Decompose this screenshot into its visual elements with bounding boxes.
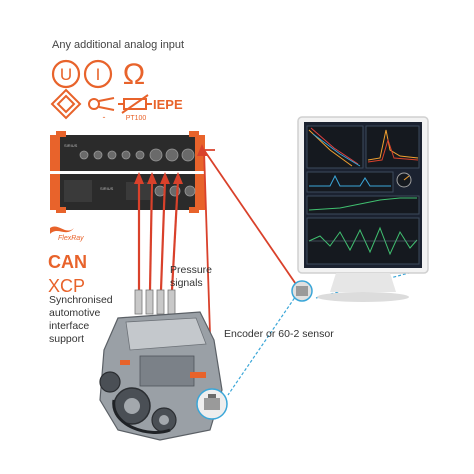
can-logo: CAN [48, 252, 87, 272]
flexray-logo: FlexRay [50, 226, 84, 242]
screen-waveforms [306, 125, 420, 265]
interface-support-line-1: Synchronised [49, 294, 113, 306]
upper-device-badge: SIRIUS [64, 143, 78, 148]
flexray-text: FlexRay [58, 235, 84, 242]
encoder-label: Encoder or 60-2 sensor [224, 328, 334, 340]
pt100-icon [118, 94, 152, 114]
daq-device-upper [50, 131, 205, 171]
thermocouple-icon [88, 97, 115, 111]
interface-support-line-2: automotive [49, 307, 101, 319]
interface-support-line-3: interface [49, 320, 89, 332]
iepe-label: IEPE [153, 97, 183, 112]
pt100-label: PT100 [126, 115, 147, 122]
voltage-icon: U [51, 59, 81, 89]
lower-device-badge: SIRIUS [100, 186, 114, 191]
encoder-magnifier [196, 388, 228, 420]
encoder-sensor-icon [291, 280, 313, 302]
thermocouple-minus: - [103, 112, 106, 122]
engine-illustration [99, 289, 223, 441]
current-symbol: I [96, 65, 101, 84]
daq-device-lower [50, 174, 205, 213]
bridge-icon [50, 88, 82, 120]
voltage-symbol: U [60, 65, 72, 84]
interface-support-line-4: support [49, 333, 84, 345]
xcp-logo: XCP [48, 276, 85, 296]
pressure-label-line-1: Pressure [170, 264, 212, 276]
pressure-label-line-2: signals [170, 277, 203, 289]
heading-text: Any additional analog input [52, 39, 184, 51]
resistance-symbol: Ω [123, 58, 145, 91]
encoder-signal-arrow [197, 144, 303, 396]
current-icon: I [83, 59, 113, 89]
pressure-signal-arrows [134, 172, 183, 291]
